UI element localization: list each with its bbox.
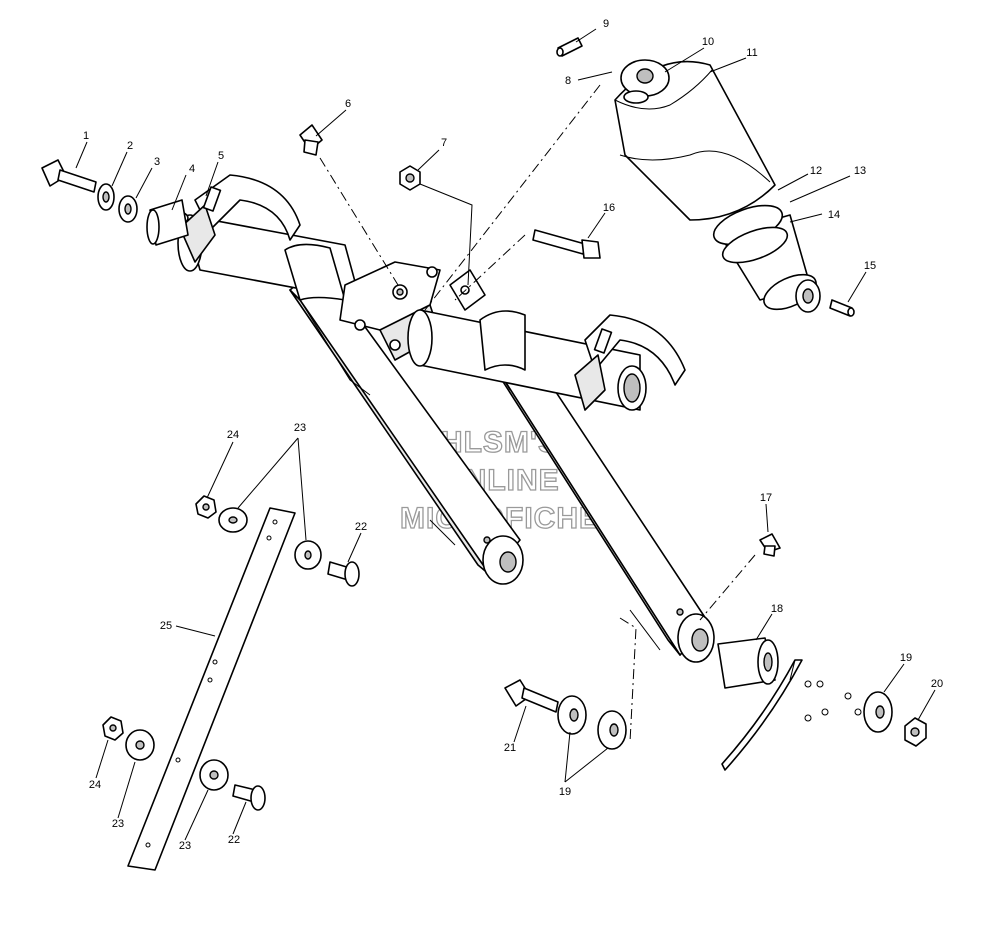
- callout-25: 25: [160, 620, 172, 632]
- callout-21: 21: [504, 742, 516, 754]
- callout-24-lower: 24: [89, 779, 101, 791]
- callout-8: 8: [565, 75, 571, 87]
- callout-23-lower-b: 23: [179, 840, 191, 852]
- callout-2: 2: [127, 140, 133, 152]
- washer-23-lower-a: [125, 729, 155, 761]
- callout-labels: 1 2 3 4 5 6 7 8 9 10 11 12 13 14 15 16 1…: [83, 18, 943, 852]
- washer-19-lower-a: [557, 695, 587, 735]
- mounting-dots: [804, 680, 862, 722]
- callout-9: 9: [603, 18, 609, 30]
- callout-15: 15: [864, 260, 876, 272]
- callout-24-upper: 24: [227, 429, 239, 441]
- bolt-21: [504, 679, 559, 713]
- grease-fitting-6: [299, 124, 323, 156]
- spacer-tube-4: [146, 199, 189, 246]
- callout-11: 11: [746, 47, 757, 59]
- callout-7: 7: [441, 137, 447, 149]
- callout-16: 16: [603, 202, 615, 214]
- nut-20: [904, 717, 927, 747]
- callout-17: 17: [760, 492, 772, 504]
- washer-19-lower-b: [597, 710, 627, 750]
- callout-20: 20: [931, 678, 943, 690]
- nut-24-lower: [102, 716, 124, 741]
- right-clamp-bracket: [574, 314, 686, 411]
- nut-24-upper: [195, 495, 217, 519]
- nut-7: [399, 165, 421, 191]
- pin-15: [829, 299, 855, 317]
- callout-3: 3: [154, 156, 160, 168]
- callout-1: 1: [83, 130, 89, 142]
- callout-23-upper: 23: [294, 422, 306, 434]
- curved-strip: [721, 659, 803, 771]
- callout-12: 12: [810, 165, 822, 177]
- shock-absorber: [614, 59, 821, 313]
- callout-23-lower-a: 23: [112, 818, 124, 830]
- grease-fitting-17: [759, 533, 781, 557]
- washer-3: [118, 195, 138, 223]
- pin-9: [556, 37, 583, 57]
- callout-6: 6: [345, 98, 351, 110]
- washer-23-upper-b: [294, 540, 322, 570]
- callout-19-lower: 19: [559, 786, 571, 798]
- bolt-1: [41, 159, 97, 193]
- washer-23-upper-a: [218, 507, 248, 533]
- callout-10: 10: [702, 36, 714, 48]
- callout-18: 18: [771, 603, 783, 615]
- washer-23-lower-b: [199, 759, 229, 791]
- bushing-18: [717, 637, 779, 689]
- callout-22-lower: 22: [228, 834, 240, 846]
- callout-5: 5: [218, 150, 224, 162]
- leader-lines: [75, 28, 936, 841]
- callout-13: 13: [854, 165, 866, 177]
- limiter-strap-25: [127, 507, 296, 871]
- bolt-16: [532, 229, 601, 259]
- left-swing-arm: [289, 264, 524, 585]
- callout-19-right: 19: [900, 652, 912, 664]
- washer-19-right: [863, 691, 893, 733]
- washer-2: [97, 183, 115, 211]
- callout-14: 14: [828, 209, 840, 221]
- assembly-lines: [319, 84, 756, 743]
- callout-22-upper: 22: [355, 521, 367, 533]
- pin-22-upper: [327, 561, 360, 587]
- callout-4: 4: [189, 163, 195, 175]
- pin-22-lower: [232, 784, 266, 811]
